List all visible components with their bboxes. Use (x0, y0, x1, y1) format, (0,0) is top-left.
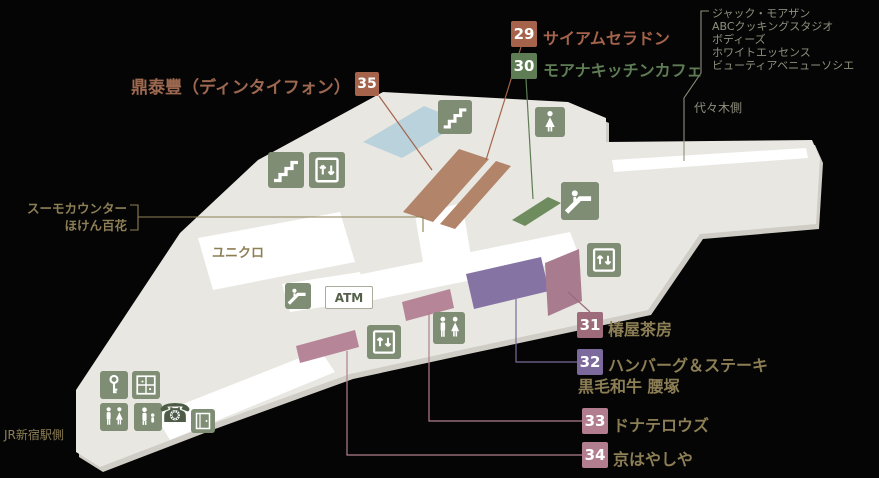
shop-list-item: ボディーズ (712, 33, 766, 46)
stairs-icon (268, 152, 304, 188)
store-badge-31: 31 (577, 312, 603, 338)
suumo-bracket-line (130, 204, 424, 232)
store-badge-35: 35 (355, 72, 379, 96)
store-badge-33: 33 (582, 408, 608, 434)
uniqlo-label: ユニクロ (212, 246, 265, 261)
store-label-33: ドナテロウズ (613, 416, 710, 435)
store-label-32-line2: 黒毛和牛 腰塚 (578, 377, 680, 396)
walkway-uniqlo-area (198, 212, 355, 290)
leader-line-34 (346, 351, 582, 456)
key-icon (100, 371, 128, 399)
public-phone-icon: ☎ (158, 399, 192, 429)
restroom-icon (433, 312, 465, 344)
shop-list-item: ジャック・モアザン (712, 7, 811, 20)
store-block-30 (512, 197, 561, 226)
yoyogi-side-shop-list: ジャック・モアザン ABCクッキングスタジオ ボディーズ ホワイトエッセンス ビ… (712, 7, 854, 72)
store-label-35: 鼎泰豐（ディンタイフォン） (131, 78, 351, 98)
atm-label: ATM (325, 286, 373, 309)
store-badge-29: 29 (511, 21, 537, 47)
store-block-29 (440, 161, 511, 229)
shop-list-item: ビューティアベニューソシエ (712, 59, 855, 72)
store-badge-30: 30 (511, 53, 537, 79)
nursery-icon (134, 403, 162, 431)
shop-list-item: ABCクッキングスタジオ (712, 20, 834, 33)
store-label-29: サイアムセラドン (543, 29, 670, 48)
escalator-icon (285, 283, 311, 309)
leader-line-30 (525, 78, 534, 200)
walkway-right-wing (612, 148, 808, 172)
store-badge-34: 34 (582, 442, 608, 468)
coin-locker-icon (132, 371, 160, 399)
store-label-31: 椿屋茶房 (608, 320, 673, 339)
store-block-32 (466, 257, 549, 309)
suumo-counter-line1: スーモカウンター (26, 201, 127, 216)
suumo-counter-line2: ほけん百花 (64, 218, 127, 233)
elevator-icon (587, 243, 621, 277)
store-block-33 (402, 289, 454, 321)
jr-shinjuku-side-label: JR新宿駅側 (4, 428, 64, 442)
shoplist-bracket-line (683, 10, 709, 161)
walkway-central (352, 232, 580, 302)
store-label-32-line1: ハンバーグ＆ステーキ (608, 356, 769, 375)
store-block-35 (403, 149, 489, 222)
store-block-34 (296, 330, 359, 363)
yoyogi-side-label: 代々木側 (694, 101, 743, 115)
store-label-30: モアナキッチンカフェ (543, 61, 703, 80)
exit-icon (191, 409, 215, 433)
shop-list-item: ホワイトエッセンス (712, 46, 811, 59)
elevator-icon (367, 325, 401, 359)
stairs-icon (438, 100, 472, 134)
restroom-icon (100, 403, 128, 431)
suumo-counter-label: スーモカウンター ほけん百花 (8, 200, 127, 234)
restroom-women-icon (535, 107, 565, 137)
store-badge-32: 32 (577, 349, 603, 375)
elevator-icon (309, 152, 345, 188)
leader-line-31 (567, 291, 591, 313)
store-label-34: 京はやしや (613, 450, 693, 469)
store-block-31 (545, 249, 582, 316)
escalator-icon (561, 182, 599, 220)
leader-line-32 (515, 299, 577, 363)
leader-line-33 (428, 311, 582, 422)
leader-line-35 (378, 95, 433, 171)
